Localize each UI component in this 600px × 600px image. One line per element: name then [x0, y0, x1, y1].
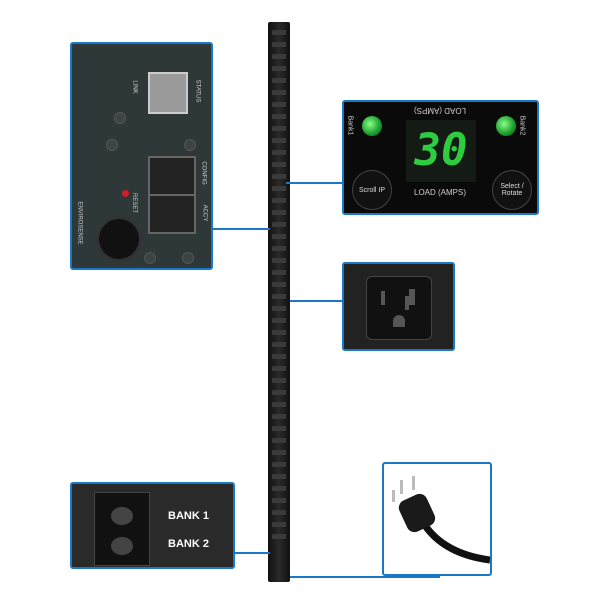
- pdu-strip: [268, 22, 290, 582]
- pdu-outlet: [272, 438, 286, 443]
- screw-icon: [182, 252, 194, 264]
- pdu-outlet: [272, 354, 286, 359]
- pdu-outlet: [272, 150, 286, 155]
- plug-panel: [382, 462, 492, 576]
- pdu-outlet: [272, 66, 286, 71]
- bank1-led: [362, 116, 382, 136]
- pdu-outlet: [272, 402, 286, 407]
- pdu-outlet: [272, 198, 286, 203]
- pdu-outlet: [272, 258, 286, 263]
- screw-icon: [106, 139, 118, 151]
- pdu-outlet: [272, 162, 286, 167]
- callout-line: [286, 182, 342, 184]
- pdu-outlet: [272, 90, 286, 95]
- accy-port[interactable]: [148, 194, 196, 234]
- network-panel: LINK STATUS CONFIG ACCY RESET ENVIROSENS…: [70, 42, 213, 270]
- screw-icon: [114, 112, 126, 124]
- pdu-outlet: [272, 174, 286, 179]
- pdu-outlet: [272, 186, 286, 191]
- pdu-outlet: [272, 114, 286, 119]
- pdu-outlet: [272, 306, 286, 311]
- scroll-ip-button[interactable]: Scroll IP: [352, 170, 392, 210]
- pdu-outlet: [272, 510, 286, 515]
- screw-icon: [184, 139, 196, 151]
- pdu-outlet: [272, 414, 286, 419]
- pdu-outlet: [272, 522, 286, 527]
- pdu-outlet: [272, 486, 286, 491]
- bank2-breaker-label: BANK 2: [168, 538, 209, 550]
- pdu-outlet: [272, 450, 286, 455]
- display-panel: Bank1 Bank2 LOAD (AMPS) 30 LOAD (AMPS) S…: [342, 100, 539, 215]
- load-display: 30: [406, 120, 476, 182]
- envirosense-port[interactable]: [96, 216, 142, 262]
- callout-line: [212, 228, 270, 230]
- select-rotate-button[interactable]: Select / Rotate: [492, 170, 532, 210]
- pdu-outlet: [272, 378, 286, 383]
- link-label: LINK: [131, 80, 138, 94]
- bank1-breaker-label: BANK 1: [168, 510, 209, 522]
- pdu-outlet: [272, 330, 286, 335]
- screw-icon: [144, 252, 156, 264]
- pdu-outlet: [272, 342, 286, 347]
- reset-button[interactable]: [122, 190, 129, 197]
- pdu-outlet: [272, 126, 286, 131]
- callout-line: [234, 552, 270, 554]
- load-label-bottom: LOAD (AMPS): [414, 188, 467, 197]
- bank-breaker-panel: BANK 1 BANK 2: [70, 482, 235, 569]
- pdu-outlet: [272, 282, 286, 287]
- status-label: STATUS: [194, 79, 201, 103]
- pdu-outlet: [272, 102, 286, 107]
- pdu-outlet: [272, 426, 286, 431]
- pdu-outlet: [272, 294, 286, 299]
- ethernet-port[interactable]: [148, 72, 188, 114]
- pdu-outlet: [272, 474, 286, 479]
- pdu-outlet: [272, 246, 286, 251]
- callout-line: [290, 300, 342, 302]
- nema-outlet: [366, 276, 432, 340]
- pdu-outlet: [272, 222, 286, 227]
- pdu-outlet: [272, 390, 286, 395]
- pdu-outlet: [272, 138, 286, 143]
- breaker[interactable]: [94, 492, 150, 566]
- pdu-outlet: [272, 462, 286, 467]
- pdu-outlet: [272, 270, 286, 275]
- power-plug-icon: [392, 476, 490, 564]
- pdu-outlet: [272, 234, 286, 239]
- accy-label: ACCY: [201, 204, 208, 222]
- pdu-outlet: [272, 30, 286, 35]
- config-port[interactable]: [148, 156, 196, 196]
- pdu-outlet: [272, 534, 286, 539]
- bank2-label: Bank2: [518, 115, 526, 136]
- reset-label: RESET: [131, 192, 138, 214]
- load-label-top: LOAD (AMPS): [414, 106, 467, 115]
- pdu-outlet: [272, 42, 286, 47]
- bank1-label: Bank1: [346, 115, 354, 136]
- callout-line: [290, 576, 440, 578]
- pdu-outlet: [272, 366, 286, 371]
- config-label: CONFIG: [200, 161, 207, 185]
- pdu-outlet: [272, 210, 286, 215]
- bank2-led: [496, 116, 516, 136]
- envirosense-label: ENVIROSENSE: [76, 201, 83, 245]
- pdu-outlet: [272, 498, 286, 503]
- pdu-outlet: [272, 318, 286, 323]
- outlet-panel: [342, 262, 455, 351]
- pdu-outlet: [272, 78, 286, 83]
- pdu-outlet: [272, 54, 286, 59]
